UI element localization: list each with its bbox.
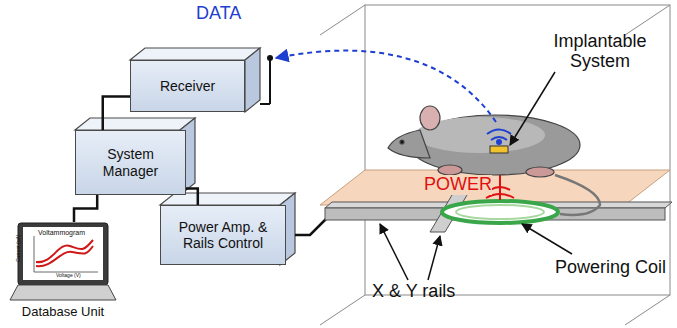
wire — [103, 96, 130, 130]
rails — [325, 190, 672, 232]
data-label: DATA — [196, 4, 241, 24]
antenna — [260, 55, 273, 104]
implant-label: Implantable System — [535, 32, 665, 72]
box-label: Receiver — [156, 76, 219, 96]
box-label: System Manager — [76, 144, 185, 180]
power-amp-box: Power Amp. & Rails Control — [160, 205, 286, 265]
screen-title: Voltammogram — [38, 229, 85, 237]
data-waves — [487, 130, 511, 145]
device-label: Database Unit — [8, 305, 118, 320]
implant-chip — [490, 146, 508, 153]
leader-lines — [380, 72, 572, 280]
receiver-box: Receiver — [130, 60, 245, 112]
wire — [74, 195, 97, 222]
axis-label: Voltage (V) — [56, 273, 81, 279]
wire — [186, 189, 198, 206]
powering-coil — [442, 201, 558, 223]
power-label: POWER — [424, 175, 492, 195]
rat — [388, 106, 600, 215]
rails-label: X & Y rails — [372, 282, 455, 302]
coil-label: Powering Coil — [555, 258, 666, 278]
cage — [320, 5, 670, 325]
axis-label: Current (uA) — [16, 234, 22, 262]
box-label: Power Amp. & Rails Control — [161, 217, 285, 253]
data-link — [276, 51, 496, 122]
manager-box: System Manager — [75, 130, 186, 195]
